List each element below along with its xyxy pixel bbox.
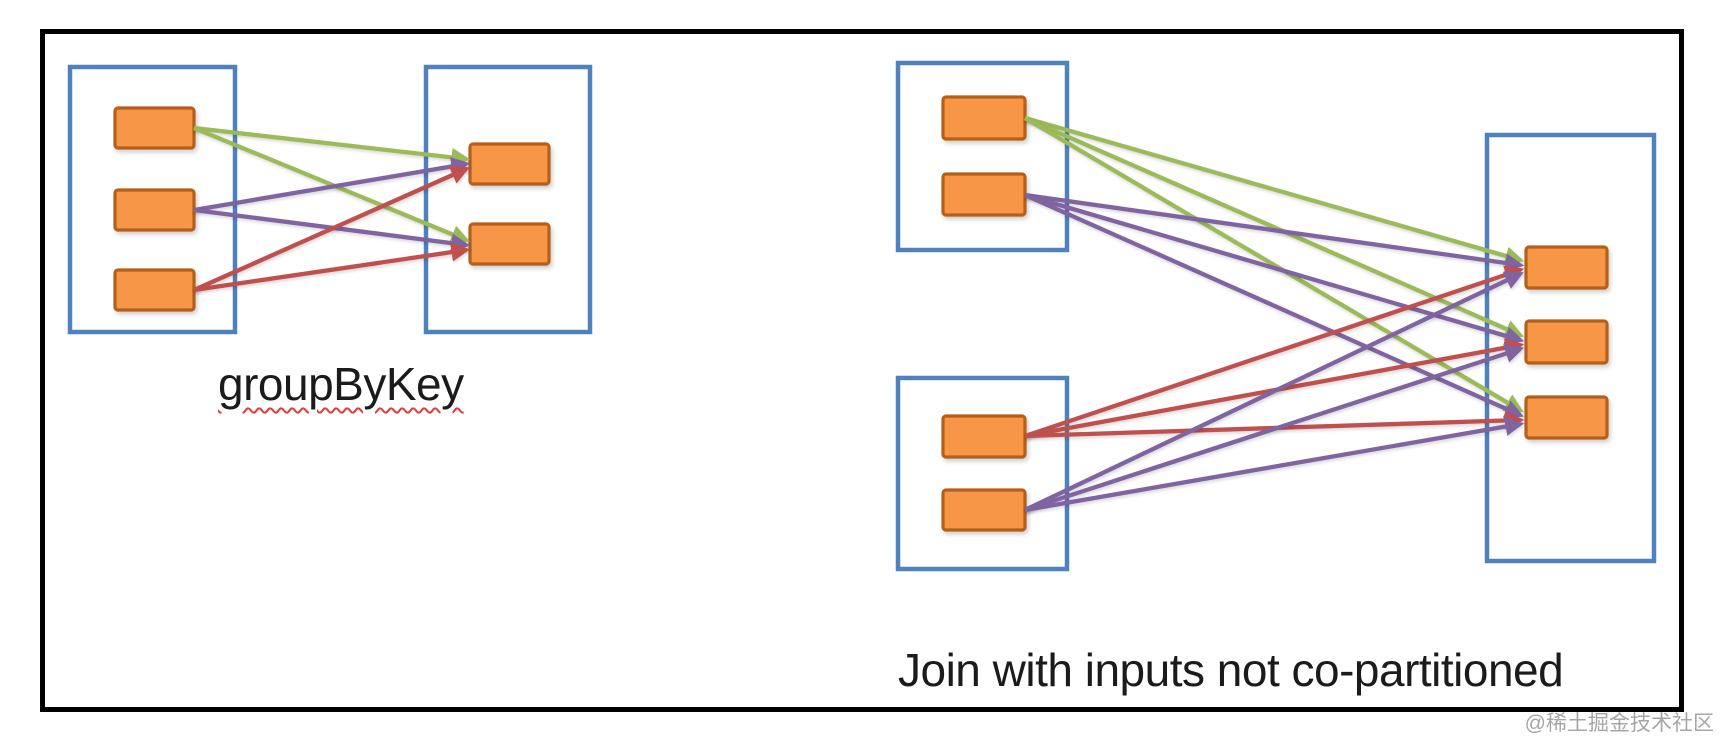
shuffle-edge-purple	[1024, 193, 1524, 418]
shuffle-edge-purple	[1024, 271, 1524, 512]
shuffle-edge-purple	[1024, 344, 1525, 513]
gbk-left-task-1	[113, 106, 196, 150]
join-shuffle-edges	[1023, 115, 1525, 513]
shuffle-edge-red	[193, 242, 471, 293]
shuffle-edge-green	[1023, 116, 1524, 413]
join-output-task-2	[1524, 319, 1609, 365]
join-caption-label: Join with inputs not co-partitioned	[898, 644, 1564, 696]
shuffle-edge-purple	[1024, 417, 1525, 513]
shuffle-edge-purple	[1024, 192, 1525, 273]
shuffle-edge-green	[1024, 115, 1525, 266]
join-output-partition-box	[1484, 132, 1657, 564]
gbk-left-partition-box	[67, 64, 238, 335]
join-input2-task-1	[941, 414, 1027, 459]
join-input1-partition-box	[895, 60, 1070, 253]
join-input1-task-2	[941, 172, 1027, 217]
gbk-shuffle-edges	[193, 125, 471, 293]
shuffle-edge-purple	[193, 157, 471, 213]
shuffle-edge-red	[193, 166, 470, 292]
join-output-task-1	[1524, 245, 1609, 290]
shuffle-edge-green	[193, 126, 470, 244]
gbk-right-task-2	[468, 222, 551, 266]
slide-border-frame	[40, 29, 1684, 712]
gbk-right-partition-box	[423, 64, 593, 335]
join-input1-task-1	[941, 95, 1027, 141]
gbk-left-task-3	[113, 268, 196, 312]
watermark-text: @稀土掘金技术社区	[1524, 712, 1714, 735]
join-input2-task-2	[941, 488, 1027, 532]
gbk-right-task-1	[468, 142, 551, 186]
join-input2-partition-box	[895, 375, 1070, 572]
shuffle-edge-green	[193, 125, 471, 167]
join-output-task-3	[1524, 395, 1609, 440]
shuffle-edge-purple	[1024, 192, 1525, 345]
groupByKey-label: groupByKey	[218, 358, 464, 410]
gbk-left-task-2	[113, 188, 196, 232]
shuffle-edge-red	[1024, 265, 1525, 439]
